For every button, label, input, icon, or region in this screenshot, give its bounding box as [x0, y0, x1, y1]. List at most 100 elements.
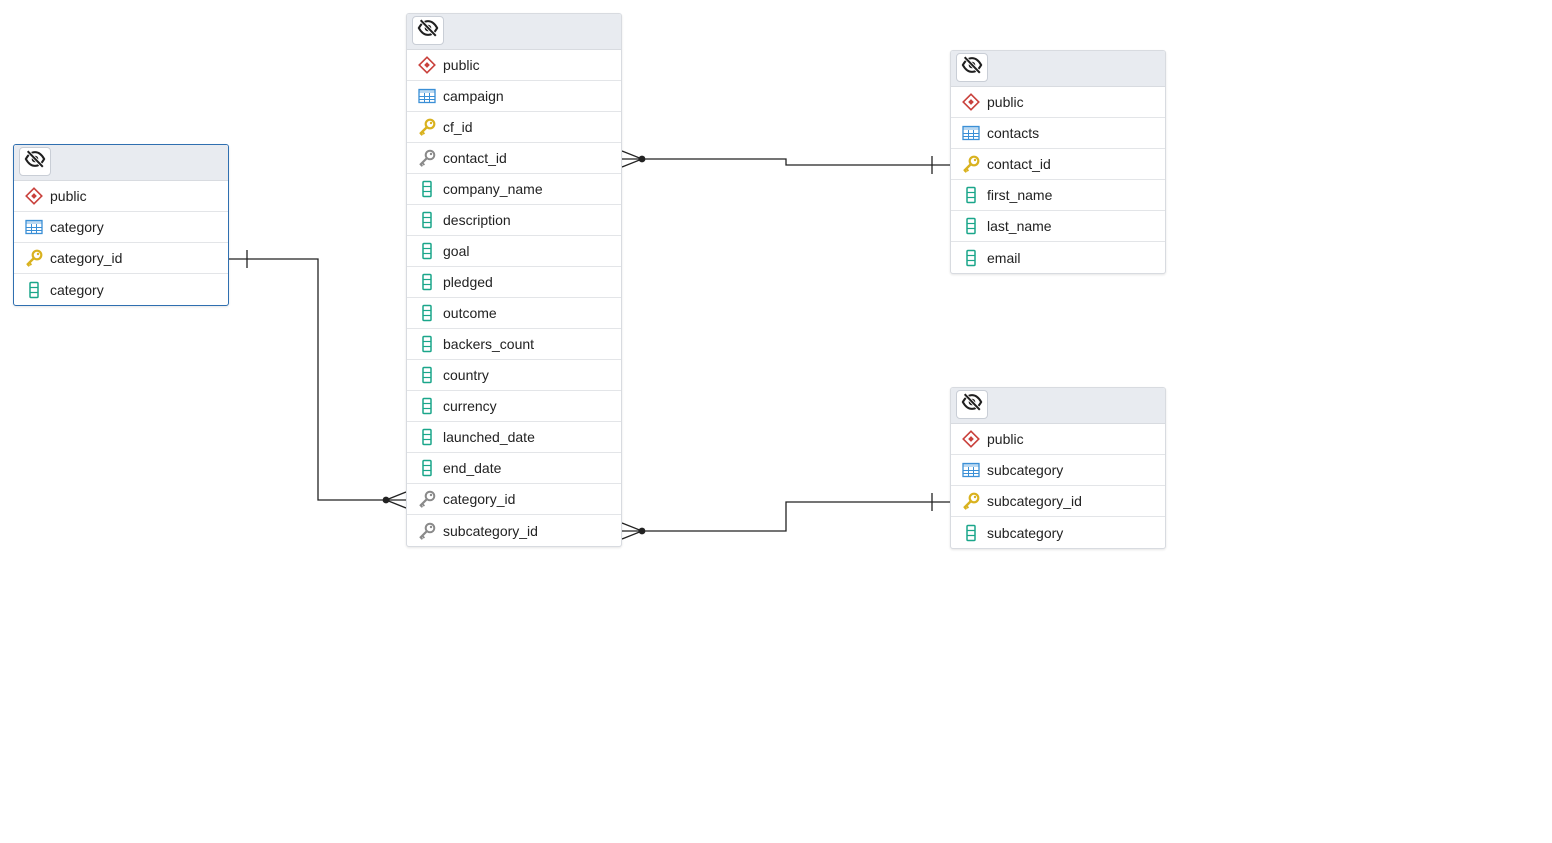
- column-icon: [417, 179, 437, 199]
- crows-foot-lower: [621, 158, 643, 168]
- column-icon: [417, 272, 437, 292]
- schema-icon: [961, 429, 981, 449]
- column-icon: [961, 216, 981, 236]
- table-name: contacts: [987, 125, 1040, 141]
- column-name: category_id: [50, 250, 123, 266]
- schema-row: public: [951, 424, 1165, 455]
- optional-dot: [638, 527, 646, 535]
- column-row-goal[interactable]: goal: [407, 236, 621, 267]
- toggle-columns-button[interactable]: [956, 53, 988, 82]
- toggle-columns-button[interactable]: [19, 147, 51, 176]
- column-name: end_date: [443, 460, 502, 476]
- schema-name: public: [987, 94, 1024, 110]
- eye-off-icon: [417, 17, 439, 44]
- eye-off-icon: [24, 148, 46, 175]
- table-header: [407, 14, 621, 50]
- column-name: contact_id: [443, 150, 507, 166]
- eye-off-icon: [961, 391, 983, 418]
- column-row-currency[interactable]: currency: [407, 391, 621, 422]
- foreign-key-icon: [417, 489, 437, 509]
- column-icon: [417, 303, 437, 323]
- column-row-category-id[interactable]: category_id: [407, 484, 621, 515]
- toggle-columns-button[interactable]: [412, 16, 444, 45]
- table-node-category[interactable]: public category category_id category: [13, 144, 229, 306]
- column-row-cf-id[interactable]: cf_id: [407, 112, 621, 143]
- column-icon: [961, 248, 981, 268]
- column-icon: [417, 241, 437, 261]
- column-icon: [24, 280, 44, 300]
- column-name: category_id: [443, 491, 516, 507]
- column-row-category-id[interactable]: category_id: [14, 243, 228, 274]
- column-row-end-date[interactable]: end_date: [407, 453, 621, 484]
- relationship-line: [642, 501, 950, 532]
- column-icon: [417, 396, 437, 416]
- table-header: [14, 145, 228, 181]
- column-row-email[interactable]: email: [951, 242, 1165, 273]
- column-icon: [417, 458, 437, 478]
- primary-key-icon: [961, 491, 981, 511]
- column-name: first_name: [987, 187, 1053, 203]
- primary-key-icon: [961, 154, 981, 174]
- column-name: company_name: [443, 181, 543, 197]
- column-row-last-name[interactable]: last_name: [951, 211, 1165, 242]
- table-name: campaign: [443, 88, 504, 104]
- optional-dot: [638, 155, 646, 163]
- column-name: launched_date: [443, 429, 535, 445]
- column-row-contact-id[interactable]: contact_id: [951, 149, 1165, 180]
- primary-key-icon: [417, 117, 437, 137]
- column-row-category[interactable]: category: [14, 274, 228, 305]
- column-name: pledged: [443, 274, 493, 290]
- table-name: category: [50, 219, 104, 235]
- column-name: goal: [443, 243, 470, 259]
- crows-foot-lower: [385, 499, 407, 509]
- column-name: subcategory_id: [987, 493, 1082, 509]
- column-name: cf_id: [443, 119, 473, 135]
- column-icon: [961, 523, 981, 543]
- column-icon: [417, 365, 437, 385]
- crows-foot-upper: [385, 491, 407, 501]
- column-row-first-name[interactable]: first_name: [951, 180, 1165, 211]
- column-row-country[interactable]: country: [407, 360, 621, 391]
- table-icon: [961, 460, 981, 480]
- schema-row: public: [14, 181, 228, 212]
- table-node-campaign[interactable]: public campaign cf_id contact_id company_n…: [406, 13, 622, 547]
- column-row-launched-date[interactable]: launched_date: [407, 422, 621, 453]
- foreign-key-icon: [417, 521, 437, 541]
- table-icon: [24, 217, 44, 237]
- primary-key-icon: [24, 248, 44, 268]
- column-row-description[interactable]: description: [407, 205, 621, 236]
- table-name: subcategory: [987, 462, 1064, 478]
- column-row-company-name[interactable]: company_name: [407, 174, 621, 205]
- crows-foot-lower: [621, 530, 643, 540]
- column-icon: [417, 427, 437, 447]
- optional-dot: [382, 496, 390, 504]
- schema-icon: [961, 92, 981, 112]
- relationship-line: [229, 258, 386, 501]
- column-row-subcategory[interactable]: subcategory: [951, 517, 1165, 548]
- crows-foot-upper: [621, 522, 643, 532]
- column-name: subcategory_id: [443, 522, 538, 539]
- column-row-subcategory-id[interactable]: subcategory_id: [407, 515, 621, 546]
- column-row-subcategory-id[interactable]: subcategory_id: [951, 486, 1165, 517]
- column-name: contact_id: [987, 156, 1051, 172]
- eye-off-icon: [961, 54, 983, 81]
- column-name: backers_count: [443, 336, 535, 352]
- toggle-columns-button[interactable]: [956, 390, 988, 419]
- column-row-contact-id[interactable]: contact_id: [407, 143, 621, 174]
- table-header: [951, 388, 1165, 424]
- schema-name: public: [50, 188, 87, 204]
- column-icon: [417, 334, 437, 354]
- column-row-pledged[interactable]: pledged: [407, 267, 621, 298]
- table-name-row: campaign: [407, 81, 621, 112]
- column-name: subcategory: [987, 524, 1064, 541]
- column-row-backers-count[interactable]: backers_count: [407, 329, 621, 360]
- schema-icon: [24, 186, 44, 206]
- column-name: last_name: [987, 218, 1052, 234]
- column-row-outcome[interactable]: outcome: [407, 298, 621, 329]
- relationship-line: [642, 158, 950, 166]
- schema-row: public: [407, 50, 621, 81]
